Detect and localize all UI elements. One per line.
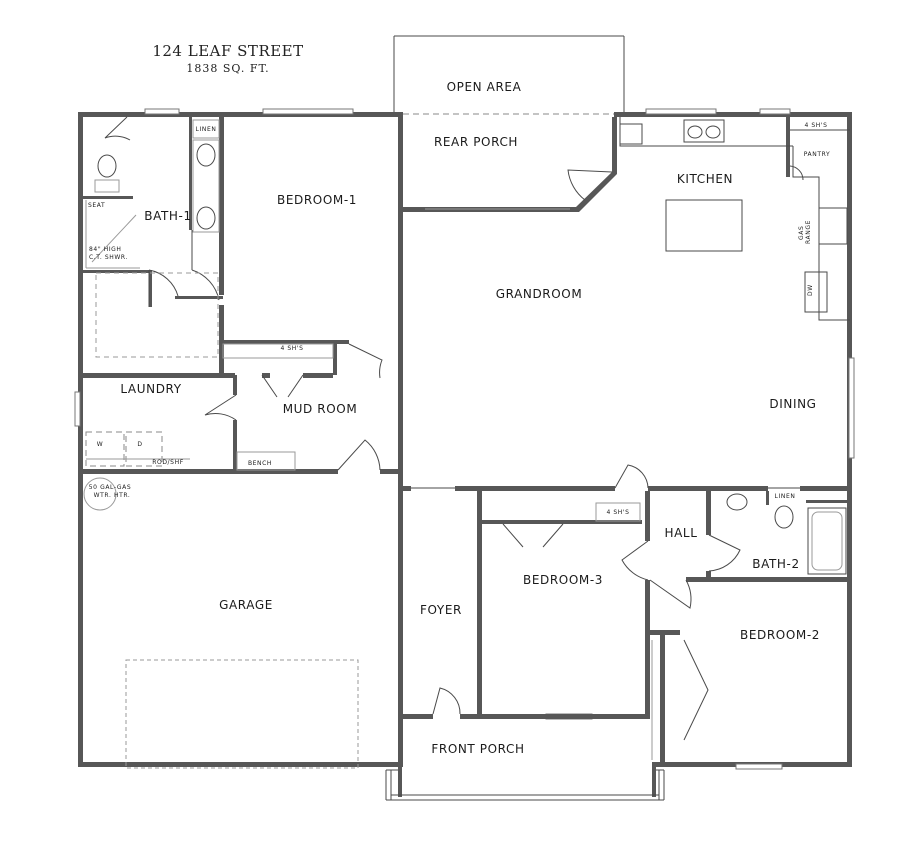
laundry-fixtures bbox=[85, 431, 190, 467]
note-dishwasher: DW bbox=[807, 284, 814, 296]
plan-square-footage: 1838 SQ. FT. bbox=[186, 62, 270, 75]
note-hall-shelves: 4 SH'S bbox=[606, 509, 629, 516]
label-bath-2: BATH-2 bbox=[752, 557, 799, 571]
note-seat: SEAT bbox=[88, 202, 105, 209]
note-water-heater-2: WTR. HTR. bbox=[94, 492, 131, 499]
label-bath-1: BATH-1 bbox=[144, 209, 191, 223]
label-foyer: FOYER bbox=[420, 603, 462, 617]
label-front-porch: FRONT PORCH bbox=[431, 742, 524, 756]
label-bedroom-3: BEDROOM-3 bbox=[523, 573, 603, 587]
garage-door bbox=[125, 659, 359, 769]
note-shower-line-2: C.T. SHWR. bbox=[89, 254, 128, 261]
note-shower-line-1: 84" HIGH bbox=[89, 246, 122, 253]
note-linen-2: LINEN bbox=[775, 493, 796, 500]
note-pantry: PANTRY bbox=[804, 151, 831, 158]
note-washer: W bbox=[97, 441, 104, 448]
label-hall: HALL bbox=[664, 526, 697, 540]
hall-shelves bbox=[595, 502, 641, 522]
plan-address: 124 LEAF STREET bbox=[152, 42, 304, 60]
doors bbox=[104, 116, 800, 741]
bath-1-fixtures bbox=[85, 119, 220, 358]
open-area-outline bbox=[393, 35, 625, 112]
note-water-heater-1: 50 GAL-GAS bbox=[89, 484, 131, 491]
note-gas-range-1: GAS bbox=[798, 226, 805, 240]
note-linen-1: LINEN bbox=[196, 126, 217, 133]
label-bedroom-1: BEDROOM-1 bbox=[277, 193, 357, 207]
label-rear-porch: REAR PORCH bbox=[434, 135, 518, 149]
note-dryer: D bbox=[137, 441, 142, 448]
label-open-area: OPEN AREA bbox=[447, 80, 522, 94]
label-grandroom: GRANDROOM bbox=[496, 287, 583, 301]
mud-room-bench bbox=[236, 451, 296, 471]
label-laundry: LAUNDRY bbox=[120, 382, 181, 396]
note-gas-range-2: RANGE bbox=[805, 220, 812, 244]
exterior-walls bbox=[78, 112, 852, 801]
water-heater bbox=[83, 477, 117, 511]
bath-2-fixtures bbox=[726, 493, 847, 575]
label-bedroom-2: BEDROOM-2 bbox=[740, 628, 820, 642]
interior-walls bbox=[78, 112, 852, 767]
label-kitchen: KITCHEN bbox=[677, 172, 733, 186]
note-rod-shelf: ROD/SHF bbox=[152, 459, 184, 466]
label-mud-room: MUD ROOM bbox=[283, 402, 358, 416]
note-mud-shelves: 4 SH'S bbox=[280, 345, 303, 352]
label-dining: DINING bbox=[769, 397, 816, 411]
mud-shelves bbox=[222, 343, 334, 359]
note-kitchen-shelves: 4 SH'S bbox=[804, 122, 827, 129]
label-garage: GARAGE bbox=[219, 598, 273, 612]
note-bench: BENCH bbox=[248, 460, 272, 467]
kitchen-fixtures bbox=[619, 117, 850, 321]
